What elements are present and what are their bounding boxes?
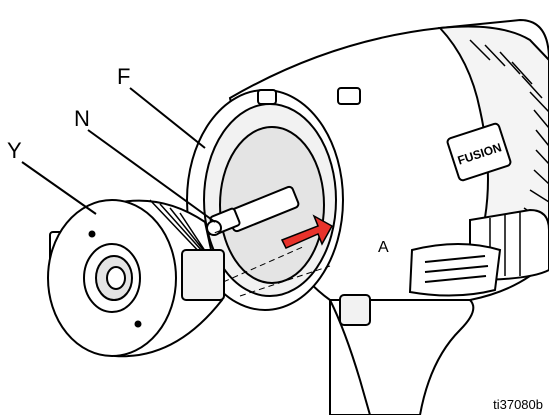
- callout-f: F: [117, 64, 131, 89]
- air-cap: [47, 199, 225, 358]
- alignment-guides: [111, 229, 331, 297]
- callout-n: N: [74, 106, 90, 131]
- callout-leaders: [21, 87, 216, 223]
- insert-direction-arrow: [280, 214, 334, 249]
- callout-y: Y: [7, 138, 22, 163]
- mixing-module: [206, 185, 300, 236]
- figure-id: ti37080b: [493, 397, 543, 412]
